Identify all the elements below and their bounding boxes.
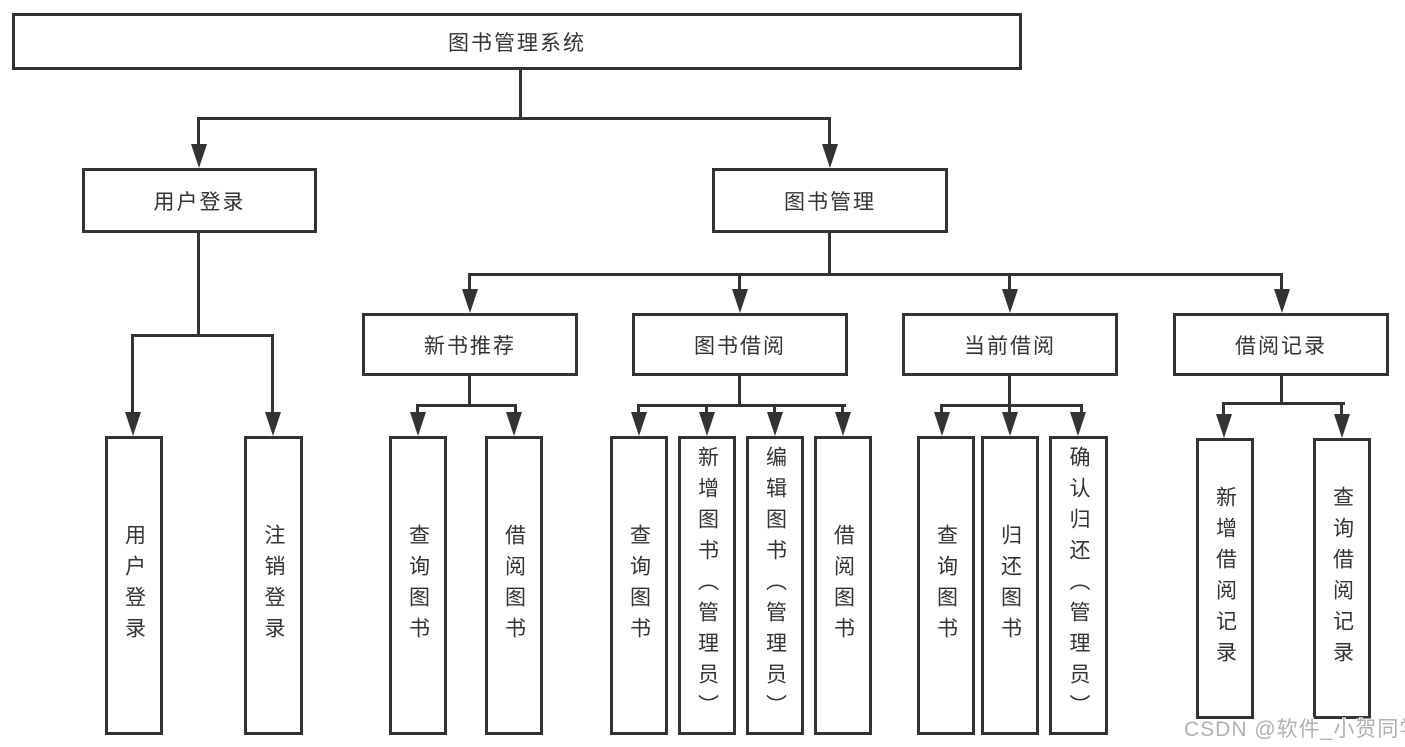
arrow-down-icon	[1002, 412, 1018, 436]
leaf-records-query-record: 查询借阅记录	[1313, 438, 1371, 719]
leaf-borrow-query-books: 查询图书	[610, 436, 668, 735]
connector-line	[1222, 402, 1225, 416]
node-borrow-records: 借阅记录	[1173, 313, 1389, 376]
leaf-records-add-record: 新增借阅记录	[1196, 438, 1254, 719]
connector-line	[1280, 376, 1283, 405]
arrow-down-icon	[1216, 414, 1232, 438]
leaf-logout: 注销登录	[244, 436, 303, 735]
connector-line	[131, 334, 134, 416]
connector-line	[828, 117, 831, 149]
connector-line	[1008, 376, 1011, 407]
arrow-down-icon	[1070, 412, 1086, 436]
connector-line	[637, 404, 640, 418]
connector-line	[637, 404, 846, 407]
connector-line	[1008, 273, 1011, 293]
arrow-down-icon	[191, 144, 207, 168]
connector-line	[1080, 404, 1083, 418]
leaf-recommend-borrow-books: 借阅图书	[485, 436, 543, 735]
arrow-down-icon	[125, 412, 141, 436]
connector-line	[738, 376, 741, 407]
leaf-user-login: 用户登录	[105, 436, 163, 735]
arrow-down-icon	[732, 289, 748, 313]
connector-line	[738, 273, 741, 293]
connector-line	[828, 233, 831, 276]
arrow-down-icon	[822, 144, 838, 168]
watermark: CSDN @软件_小贺同学	[1184, 718, 1405, 741]
connector-line	[468, 273, 1283, 276]
leaf-borrow-add-books-admin: 新增图书（管理员）	[678, 436, 736, 735]
connector-line	[197, 117, 831, 120]
arrow-down-icon	[767, 412, 783, 436]
connector-line	[1008, 404, 1011, 418]
connector-line	[468, 273, 471, 293]
node-root-system: 图书管理系统	[12, 13, 1022, 70]
arrow-down-icon	[1334, 414, 1350, 438]
connector-line	[519, 70, 522, 118]
connector-line	[1340, 402, 1343, 416]
arrow-down-icon	[506, 412, 522, 436]
connector-line	[131, 334, 274, 337]
arrow-down-icon	[835, 412, 851, 436]
connector-line	[940, 404, 943, 418]
arrow-down-icon	[265, 412, 281, 436]
leaf-borrow-borrow-books: 借阅图书	[814, 436, 872, 735]
leaf-current-return-books: 归还图书	[981, 436, 1039, 735]
arrow-down-icon	[410, 412, 426, 436]
arrow-down-icon	[631, 412, 647, 436]
connector-line	[841, 404, 844, 418]
arrow-down-icon	[934, 412, 950, 436]
connector-line	[271, 334, 274, 416]
leaf-borrow-edit-books-admin: 编辑图书（管理员）	[746, 436, 804, 735]
node-user-login: 用户登录	[82, 168, 317, 233]
connector-line	[416, 404, 517, 407]
connector-line	[468, 376, 471, 407]
arrow-down-icon	[462, 289, 478, 313]
node-current-borrow: 当前借阅	[902, 313, 1118, 376]
arrow-down-icon	[699, 412, 715, 436]
connector-line	[416, 404, 419, 418]
connector-line	[514, 404, 517, 418]
connector-line	[705, 404, 708, 418]
node-book-management: 图书管理	[712, 168, 948, 233]
connector-line	[1280, 273, 1283, 293]
connector-line	[773, 404, 776, 418]
leaf-recommend-query-books: 查询图书	[389, 436, 447, 735]
node-new-book-recommend: 新书推荐	[362, 313, 578, 376]
node-book-borrow: 图书借阅	[632, 313, 848, 376]
arrow-down-icon	[1002, 289, 1018, 313]
connector-line	[197, 233, 200, 336]
leaf-current-query-books: 查询图书	[917, 436, 975, 735]
leaf-current-confirm-return-admin: 确认归还（管理员）	[1049, 436, 1108, 735]
connector-line	[197, 117, 200, 149]
connector-line	[1222, 402, 1345, 405]
connector-line	[940, 404, 1083, 407]
arrow-down-icon	[1274, 289, 1290, 313]
